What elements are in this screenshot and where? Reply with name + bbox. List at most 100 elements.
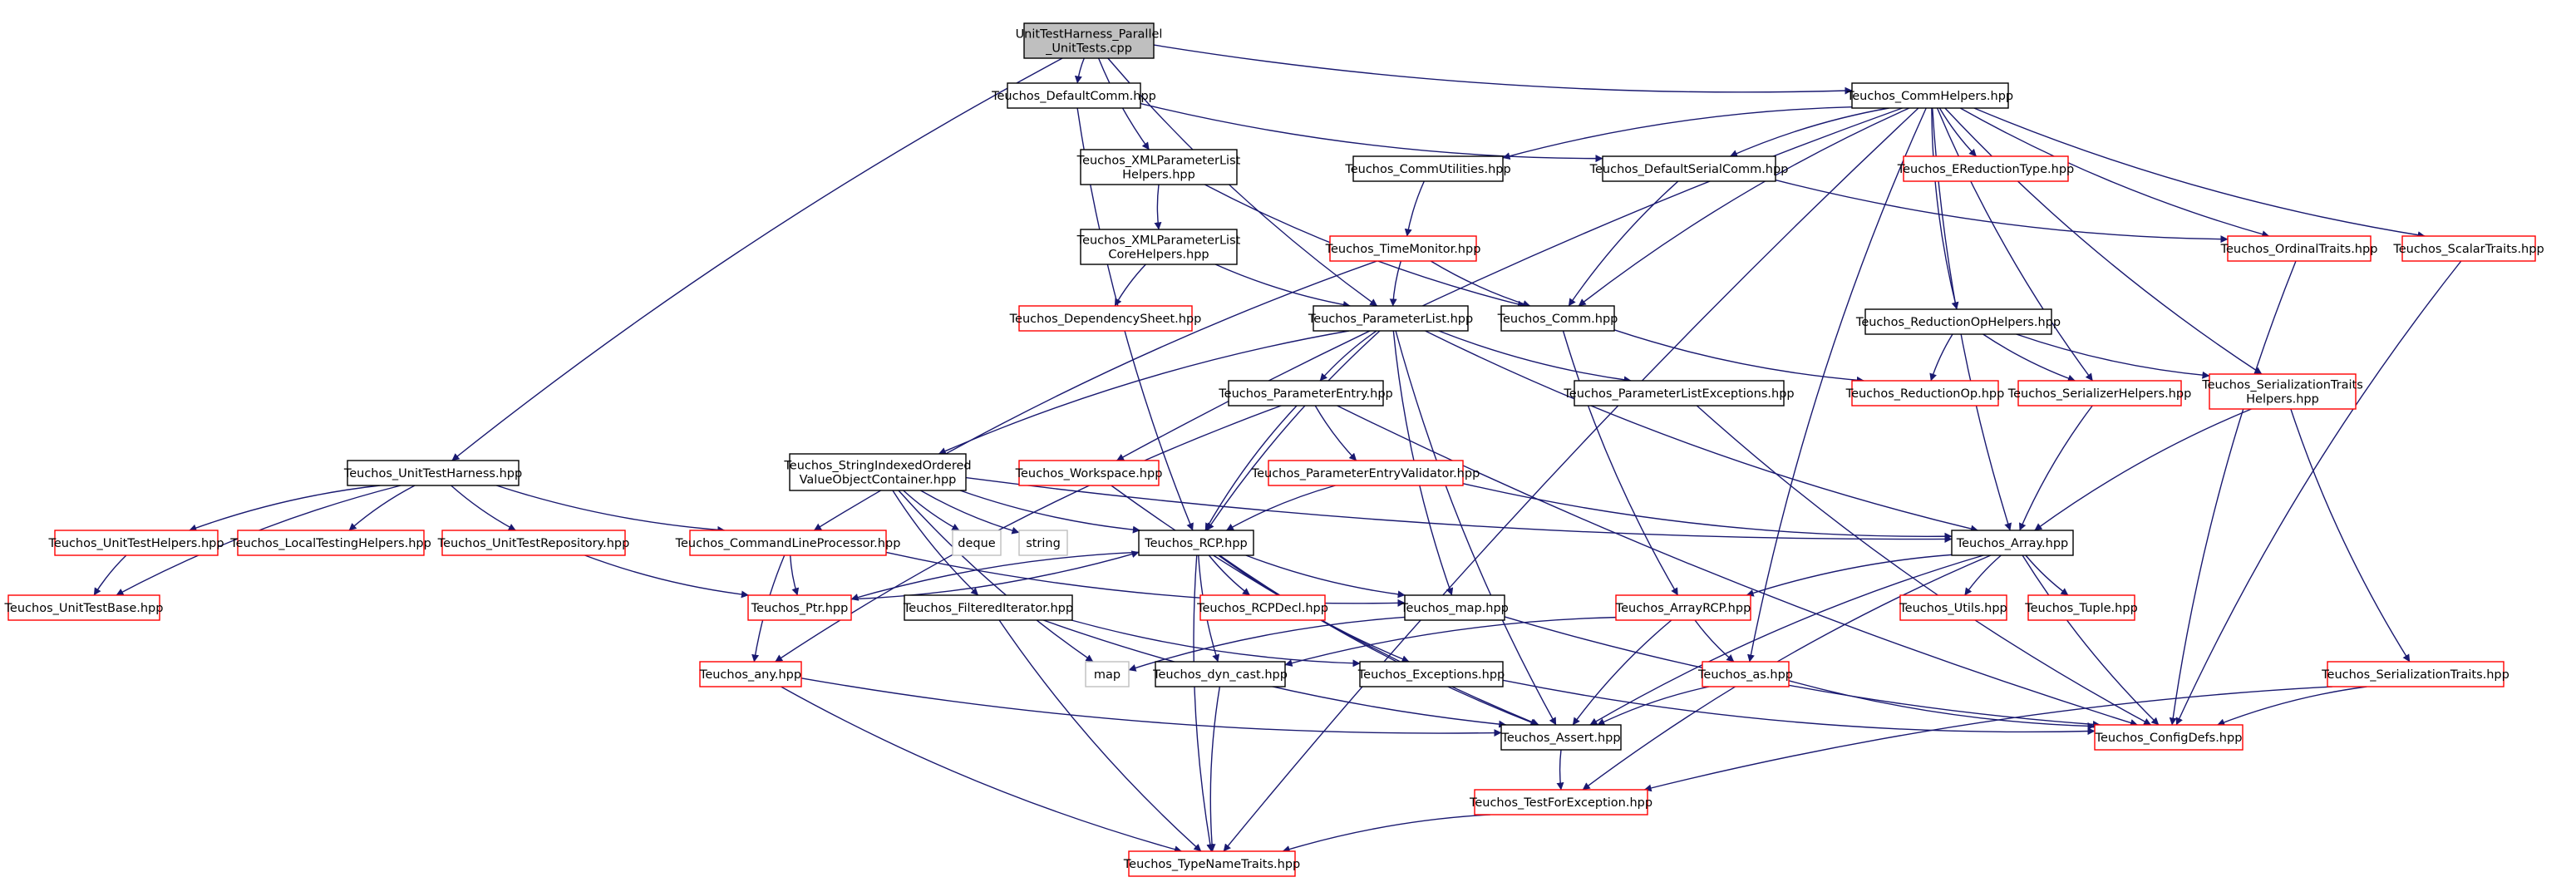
node-box	[1851, 380, 1999, 407]
graph-node-utrepo[interactable]: Teuchos_UnitTestRepository.hpp	[437, 530, 630, 556]
graph-node-tuple[interactable]: Teuchos_Tuple.hpp	[2024, 594, 2138, 621]
graph-node-utbase[interactable]: Teuchos_UnitTestBase.hpp	[4, 594, 164, 621]
graph-node-workspace[interactable]: Teuchos_Workspace.hpp	[1015, 460, 1163, 486]
edge-reduceophelp-to-sertraithelp	[2016, 333, 2210, 379]
graph-node-sertraits[interactable]: Teuchos_SerializationTraits.hpp	[2321, 661, 2510, 687]
node-label: Teuchos_ParameterListExceptions.hpp	[1563, 387, 1794, 401]
graph-node-reduceophelp[interactable]: Teuchos_ReductionOpHelpers.hpp	[1855, 308, 2061, 335]
edge-uth-to-uthelp	[189, 485, 381, 532]
node-label-line: Teuchos_UnitTestHelpers.hpp	[47, 537, 224, 550]
node-box	[1023, 22, 1155, 59]
graph-node-uthelp[interactable]: Teuchos_UnitTestHelpers.hpp	[47, 530, 224, 556]
graph-node-pev[interactable]: Teuchos_ParameterEntryValidator.hpp	[1251, 460, 1480, 486]
edge-comm-to-arrayrcp	[1562, 330, 1679, 596]
node-box	[1951, 530, 2074, 556]
edge-commhelpers-to-ordinal	[1959, 107, 2270, 239]
graph-node-clp[interactable]: Teuchos_CommandLineProcessor.hpp	[675, 530, 901, 556]
node-label-line: _UnitTests.cpp	[1045, 42, 1132, 56]
edge-uth-to-clp	[496, 485, 726, 534]
node-label: Teuchos_ReductionOpHelpers.hpp	[1855, 316, 2061, 329]
graph-node-serhelp[interactable]: Teuchos_SerializerHelpers.hpp	[2007, 380, 2192, 407]
graph-node-commutil[interactable]: Teuchos_CommUtilities.hpp	[1344, 155, 1511, 182]
graph-node-defcomm[interactable]: Teuchos_DefaultComm.hpp	[991, 82, 1156, 109]
graph-node-ltesthelp[interactable]: Teuchos_LocalTestingHelpers.hpp	[229, 530, 431, 556]
graph-node-dyncast[interactable]: Teuchos_dyn_cast.hpp	[1152, 661, 1288, 687]
node-label-line: Teuchos_RCP.hpp	[1144, 537, 1248, 550]
node-label-line: Teuchos_as.hpp	[1697, 668, 1793, 682]
node-label-line: Teuchos_Array.hpp	[1956, 537, 2069, 550]
edge-arrayrcp-to-dyncast	[1284, 616, 1617, 667]
graph-node-assert[interactable]: Teuchos_Assert.hpp	[1500, 724, 1622, 751]
graph-node-commhelpers[interactable]: Teuchos_CommHelpers.hpp	[1846, 82, 2013, 109]
graph-node-timemon[interactable]: Teuchos_TimeMonitor.hpp	[1325, 235, 1481, 262]
edge-uthelp-to-utbase	[93, 554, 127, 596]
graph-node-maphpp[interactable]: Teuchos_map.hpp	[1400, 594, 1509, 621]
graph-node-uth[interactable]: Teuchos_UnitTestHarness.hpp	[343, 460, 522, 486]
graph-node-typename[interactable]: Teuchos_TypeNameTraits.hpp	[1123, 850, 1300, 877]
graph-node-filtiter[interactable]: Teuchos_FilteredIterator.hpp	[903, 594, 1073, 621]
node-box	[1128, 850, 1296, 877]
node-label-line: Teuchos_any.hpp	[699, 668, 801, 682]
node-box	[1018, 305, 1193, 332]
edge-array-to-tuple	[2025, 554, 2069, 596]
graph-node-arrayrcp[interactable]: Teuchos_ArrayRCP.hpp	[1615, 594, 1751, 621]
graph-node-as[interactable]: Teuchos_as.hpp	[1697, 661, 1793, 687]
graph-node-configdefs[interactable]: Teuchos_ConfigDefs.hpp	[2094, 724, 2244, 751]
graph-node-ereduce[interactable]: Teuchos_EReductionType.hpp	[1897, 155, 2075, 182]
node-box	[689, 530, 887, 556]
edge-paramlist-to-paramentry	[1319, 330, 1377, 382]
node-label-line: Teuchos_Assert.hpp	[1500, 732, 1620, 745]
graph-node-plexcept[interactable]: Teuchos_ParameterListExceptions.hpp	[1563, 380, 1795, 407]
node-box	[1864, 308, 2052, 335]
node-label-line: Teuchos_EReductionType.hpp	[1897, 163, 2075, 176]
node-box	[2401, 235, 2536, 262]
node-box	[1851, 82, 2009, 109]
graph-node-rcp[interactable]: Teuchos_RCP.hpp	[1138, 530, 1254, 556]
node-label: Teuchos_EReductionType.hpp	[1897, 163, 2075, 176]
node-label-line: Teuchos_ScalarTraits.hpp	[2392, 243, 2544, 256]
graph-node-defserial[interactable]: Teuchos_DefaultSerialComm.hpp	[1589, 155, 1789, 182]
graph-node-depsheet[interactable]: Teuchos_DependencySheet.hpp	[1009, 305, 1202, 332]
edge-array-to-configdefs	[2022, 554, 2160, 726]
graph-node-reduceop[interactable]: Teuchos_ReductionOp.hpp	[1845, 380, 2005, 407]
node-label: Teuchos_Utils.hpp	[1899, 602, 2007, 615]
graph-node-ordinal[interactable]: Teuchos_OrdinalTraits.hpp	[2220, 235, 2378, 262]
graph-node-scalar[interactable]: Teuchos_ScalarTraits.hpp	[2392, 235, 2544, 262]
node-box	[1080, 229, 1238, 265]
graph-node-paramentry[interactable]: Teuchos_ParameterEntry.hpp	[1218, 380, 1393, 407]
edge-as-to-configdefs	[1788, 680, 2096, 730]
edge-sioc-to-map	[898, 490, 1094, 663]
node-box	[1899, 594, 2007, 621]
nodes-layer: UnitTestHarness_Parallel_UnitTests.cppTe…	[4, 22, 2544, 877]
graph-node-any[interactable]: Teuchos_any.hpp	[699, 661, 802, 687]
edge-rcp-to-assert	[1219, 554, 1539, 727]
edge-commhelpers-to-ereduce	[1938, 107, 1978, 157]
graph-node-testforexc[interactable]: Teuchos_TestForException.hpp	[1469, 789, 1652, 815]
node-label-line: Teuchos_Workspace.hpp	[1015, 467, 1163, 480]
node-label: Teuchos_LocalTestingHelpers.hpp	[229, 537, 431, 550]
node-label: Teuchos_CommUtilities.hpp	[1344, 163, 1510, 176]
node-label-line: Teuchos_ParameterListExceptions.hpp	[1563, 387, 1794, 401]
node-label-line: Teuchos_UnitTestRepository.hpp	[437, 537, 630, 550]
edge-clp-to-maphpp	[885, 551, 1406, 607]
graph-node-except[interactable]: Teuchos_Exceptions.hpp	[1357, 661, 1505, 687]
node-box	[1018, 530, 1068, 556]
node-box	[1903, 155, 2069, 182]
edge-defserial-to-ordinal	[1775, 179, 2229, 244]
graph-node-paramlist[interactable]: Teuchos_ParameterList.hpp	[1308, 305, 1473, 332]
graph-node-rcpdecl[interactable]: Teuchos_RCPDecl.hpp	[1196, 594, 1328, 621]
graph-node-comm[interactable]: Teuchos_Comm.hpp	[1497, 305, 1618, 332]
node-box	[1228, 380, 1384, 407]
node-label-line: Teuchos_Utils.hpp	[1899, 602, 2007, 615]
graph-node-utils[interactable]: Teuchos_Utils.hpp	[1899, 594, 2007, 621]
node-label-line: Teuchos_Tuple.hpp	[2024, 602, 2138, 615]
node-label-line: Teuchos_SerializationTraits	[2201, 379, 2363, 392]
node-box	[1500, 724, 1622, 751]
graph-node-ptr[interactable]: Teuchos_Ptr.hpp	[747, 594, 852, 621]
graph-node-array[interactable]: Teuchos_Array.hpp	[1951, 530, 2074, 556]
